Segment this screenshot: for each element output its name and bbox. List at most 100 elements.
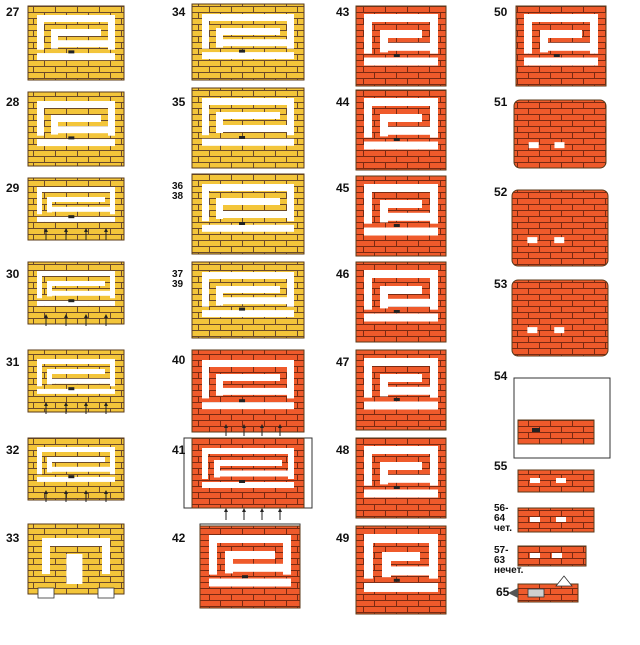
flue-channel	[209, 578, 291, 587]
row-panel-r44	[355, 89, 447, 171]
flue-channel	[380, 462, 388, 485]
door-frame	[97, 587, 115, 599]
flue-channel	[225, 551, 233, 574]
cleanout-marker	[393, 486, 400, 489]
row-panel-r33	[27, 523, 125, 599]
flue-channel	[51, 115, 101, 122]
flue-channel	[380, 42, 430, 51]
row-number-label: 55	[494, 459, 508, 473]
flue-channel	[364, 184, 438, 192]
row-panel-r40	[191, 349, 305, 436]
row-panel-r41	[183, 437, 313, 520]
flue-channel	[216, 374, 280, 381]
row-panel-r47	[355, 349, 447, 431]
flue-channel	[202, 360, 209, 399]
flue-channel	[524, 14, 532, 54]
flue-channel	[380, 212, 430, 221]
row-panel-r36	[191, 173, 305, 255]
flue-channel	[214, 460, 282, 466]
flue-channel	[51, 40, 108, 48]
flue-channel	[47, 369, 105, 374]
flue-channel	[42, 538, 110, 546]
flue-channel	[364, 270, 438, 278]
row-panel-r53	[511, 279, 609, 357]
cleanout-marker	[239, 136, 246, 139]
arrow-up-icon	[44, 402, 48, 406]
flue-channel	[283, 535, 291, 575]
row-panel-r34	[191, 3, 305, 81]
row-panel-r37	[191, 261, 305, 339]
flue-channel	[430, 98, 438, 138]
flue-channel	[37, 388, 115, 394]
row-panel-r52	[511, 189, 609, 267]
row-number-label: 37 39	[172, 269, 184, 290]
flue-channel	[214, 470, 288, 477]
triangle-icon	[555, 575, 573, 587]
flue-channel	[382, 552, 420, 561]
flue-channel	[202, 184, 294, 191]
row-number-label: 49	[336, 531, 350, 545]
row-number-label: 45	[336, 181, 350, 195]
row-number-label: 44	[336, 95, 350, 109]
flue-channel	[288, 448, 294, 479]
flue-channel	[216, 374, 223, 396]
cleanout-marker	[68, 50, 75, 54]
flue-channel	[524, 14, 598, 22]
flue-channel	[216, 211, 287, 218]
flue-channel	[37, 187, 115, 192]
flue-channel	[540, 30, 548, 53]
row-number-label: 41	[172, 443, 186, 457]
row-panel-r27	[27, 5, 125, 81]
cleanout-marker	[393, 578, 400, 582]
flue-channel	[380, 462, 422, 470]
opening	[554, 327, 565, 334]
flue-channel	[47, 197, 52, 213]
flue-channel	[202, 402, 294, 410]
flue-channel	[209, 535, 217, 575]
flue-channel	[110, 447, 115, 475]
row-panel-r35	[191, 87, 305, 169]
opening	[527, 327, 538, 334]
flue-channel	[430, 14, 438, 54]
arrow-up-icon	[84, 314, 88, 318]
flue-channel	[364, 358, 438, 366]
row-panel-r28	[27, 91, 125, 167]
flue-channel	[37, 15, 115, 22]
flue-channel	[364, 534, 438, 543]
flue-channel	[202, 310, 294, 318]
flue-channel	[37, 271, 42, 299]
flue-channel	[364, 270, 372, 310]
flue-channel	[110, 359, 115, 387]
flue-channel	[430, 270, 438, 310]
flue-channel	[47, 197, 105, 202]
row-panel-r31	[27, 349, 125, 414]
arrow-up-icon	[64, 228, 68, 232]
flue-channel	[382, 566, 429, 576]
flue-channel	[287, 272, 294, 307]
flue-channel	[430, 358, 438, 398]
cleanout-marker	[242, 575, 248, 579]
cleanout-marker	[553, 54, 560, 57]
arrow-up-icon	[44, 228, 48, 232]
flue-channel	[380, 126, 430, 135]
row-number-label: 29	[6, 181, 20, 195]
flue-channel	[37, 271, 115, 276]
row-panel-r32	[27, 437, 125, 502]
flue-channel	[287, 360, 294, 399]
arrow-left-icon	[508, 588, 518, 598]
opening	[530, 517, 540, 522]
flue-channel	[287, 14, 294, 49]
row-panel-r57	[517, 545, 587, 567]
flue-channel	[364, 184, 372, 224]
flue-channel	[216, 28, 280, 35]
row-number-label: 27	[6, 5, 20, 19]
row-panel-r42	[199, 523, 301, 609]
flue-channel	[202, 52, 294, 60]
cleanout-marker	[68, 215, 75, 219]
row-number-label: 36 38	[172, 181, 184, 202]
flue-channel	[364, 57, 438, 66]
flue-channel	[380, 374, 422, 382]
flue-channel	[225, 551, 275, 559]
flue-channel	[37, 216, 115, 222]
flue-channel	[202, 448, 208, 479]
